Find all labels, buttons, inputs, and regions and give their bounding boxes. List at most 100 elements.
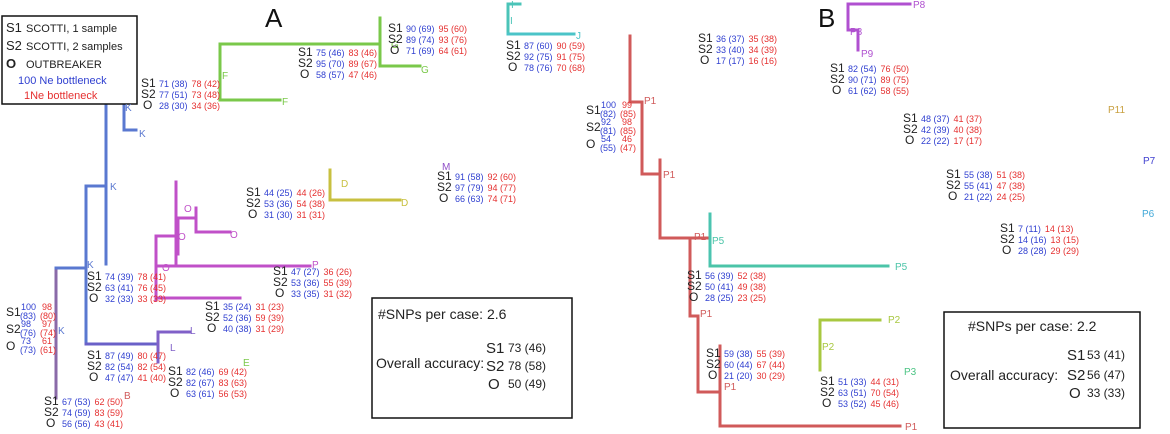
stack-red-paren: (47)	[620, 143, 636, 153]
stat-red: 49 (38)	[738, 282, 767, 292]
stat-key: S1	[830, 61, 845, 75]
node-label-b-p2b: P2	[822, 342, 835, 353]
node-label-a-o3: O	[230, 230, 238, 241]
stat-values: 21 (22)24 (25)	[964, 192, 1025, 202]
summary-b-overall: Overall accuracy:	[950, 367, 1058, 383]
stat-red: 44 (26)	[297, 188, 326, 198]
stack-red: 98	[622, 117, 632, 127]
stat-values: 91 (58)92 (60)	[455, 172, 516, 182]
summary-a-box	[371, 297, 573, 419]
stat-values: 51 (33)44 (31)	[838, 377, 899, 387]
stat-blue: 44 (25)	[264, 188, 293, 198]
stat-key: S1	[706, 346, 721, 360]
stack-key: O	[6, 339, 15, 353]
node-label-b-p1d: P1	[700, 309, 713, 320]
stat-red: 14 (13)	[1045, 224, 1074, 234]
stat-values: 74 (39)78 (41)	[105, 272, 166, 282]
stat-key: S1	[1000, 221, 1015, 235]
summary-b-s2-key: S2	[1067, 367, 1085, 384]
stat-values: 71 (69)64 (61)	[406, 46, 467, 56]
node-label-b-p2a: P2	[888, 315, 901, 326]
stat-values: 50 (41) 49 (38)	[705, 282, 766, 292]
node-label-a-g2: G	[421, 65, 429, 76]
tree-b-branches	[628, 2, 1142, 428]
stat-blue: 90 (71)	[848, 75, 877, 85]
stat-values: 66 (63)74 (71)	[455, 194, 516, 204]
stat-key: O	[948, 189, 957, 203]
stat-key: O	[439, 191, 448, 205]
stack-key: S1	[6, 305, 21, 319]
stat-red: 91 (75)	[557, 52, 586, 62]
legend-s2-text: SCOTTI, 2 samples	[26, 41, 123, 53]
stat-blue: 82 (67)	[186, 378, 215, 388]
stat-key: O	[832, 83, 841, 97]
node-label-a-p: P	[312, 260, 319, 271]
stat-blue: 55 (41)	[964, 181, 993, 191]
summary-a-s2-key: S2	[486, 358, 504, 375]
stat-values: 61 (62)58 (55)	[848, 86, 909, 96]
stat-blue: 91 (58)	[455, 172, 484, 182]
stat-blue: 28 (25)	[705, 293, 734, 303]
stat-red: 55 (39)	[757, 349, 786, 359]
stat-key: S2	[87, 359, 102, 373]
stat-values: 71 (38)78 (42)	[159, 79, 220, 89]
stack-blue: 98	[21, 319, 31, 329]
stat-red: 82 (54)	[138, 362, 167, 372]
stat-key: S2	[687, 279, 702, 293]
stat-values: 82 (46)69 (42)	[186, 367, 247, 377]
stack-red: 61	[42, 336, 52, 346]
stat-values: 32 (33)33 (33)	[105, 294, 166, 304]
stat-red: 52 (38)	[738, 271, 767, 281]
stat-key: S2	[388, 32, 403, 46]
stat-values: 63 (61)56 (53)	[186, 389, 247, 399]
stat-key: S2	[946, 178, 961, 192]
stat-blue: 74 (39)	[105, 272, 134, 282]
stat-blue: 50 (41)	[705, 282, 734, 292]
stat-values: 40 (38)31 (29)	[223, 324, 284, 334]
node-label-a-k2: K	[139, 129, 146, 140]
stat-blue: 92 (75)	[524, 52, 553, 62]
stat-key: S1	[168, 364, 183, 378]
stat-blue: 28 (28)	[1018, 246, 1047, 256]
stat-blue: 47 (47)	[105, 373, 134, 383]
stat-values: 82 (54) 82 (54)	[105, 362, 166, 372]
stack-key: S2	[6, 322, 21, 336]
stack-blue: 73	[21, 336, 31, 346]
stack-blue-paren: (82)	[600, 109, 616, 119]
stat-blue: 97 (79)	[455, 183, 484, 193]
summary-a: #SNPs per case: 2.6 S1 73 (46) Overall a…	[376, 306, 546, 393]
stat-key: S2	[87, 280, 102, 294]
summary-b-o-val: 33 (33)	[1087, 386, 1125, 400]
stat-values: 28 (28)29 (29)	[1018, 246, 1079, 256]
stat-key: O	[89, 291, 98, 305]
stat-blue: 40 (38)	[223, 324, 252, 334]
legend-s1-text: SCOTTI, 1 sample	[26, 23, 117, 35]
stat-key: S1	[388, 21, 403, 35]
stat-red: 35 (38)	[749, 34, 778, 44]
stat-red: 62 (50)	[95, 397, 124, 407]
tree-a-branches	[54, 2, 576, 400]
stat-key: S2	[298, 56, 313, 70]
stat-values: 28 (25)23 (25)	[705, 293, 766, 303]
stat-key: S2	[246, 196, 261, 210]
stat-key: O	[508, 60, 517, 74]
stat-key: S2	[437, 180, 452, 194]
stat-blue: 42 (39)	[921, 125, 950, 135]
summary-b-snps: #SNPs per case: 2.2	[968, 318, 1097, 334]
stat-blue: 67 (53)	[62, 397, 91, 407]
stat-red: 13 (15)	[1051, 235, 1080, 245]
stat-blue: 82 (54)	[105, 362, 134, 372]
stat-values: 63 (51)70 (54)	[838, 388, 899, 398]
stat-blue: 63 (41)	[105, 283, 134, 293]
node-label-a-l2: L	[170, 343, 176, 354]
stat-red: 73 (48)	[192, 90, 221, 100]
stat-blue: 95 (70)	[316, 59, 345, 69]
node-label-a-j: J	[576, 31, 581, 42]
